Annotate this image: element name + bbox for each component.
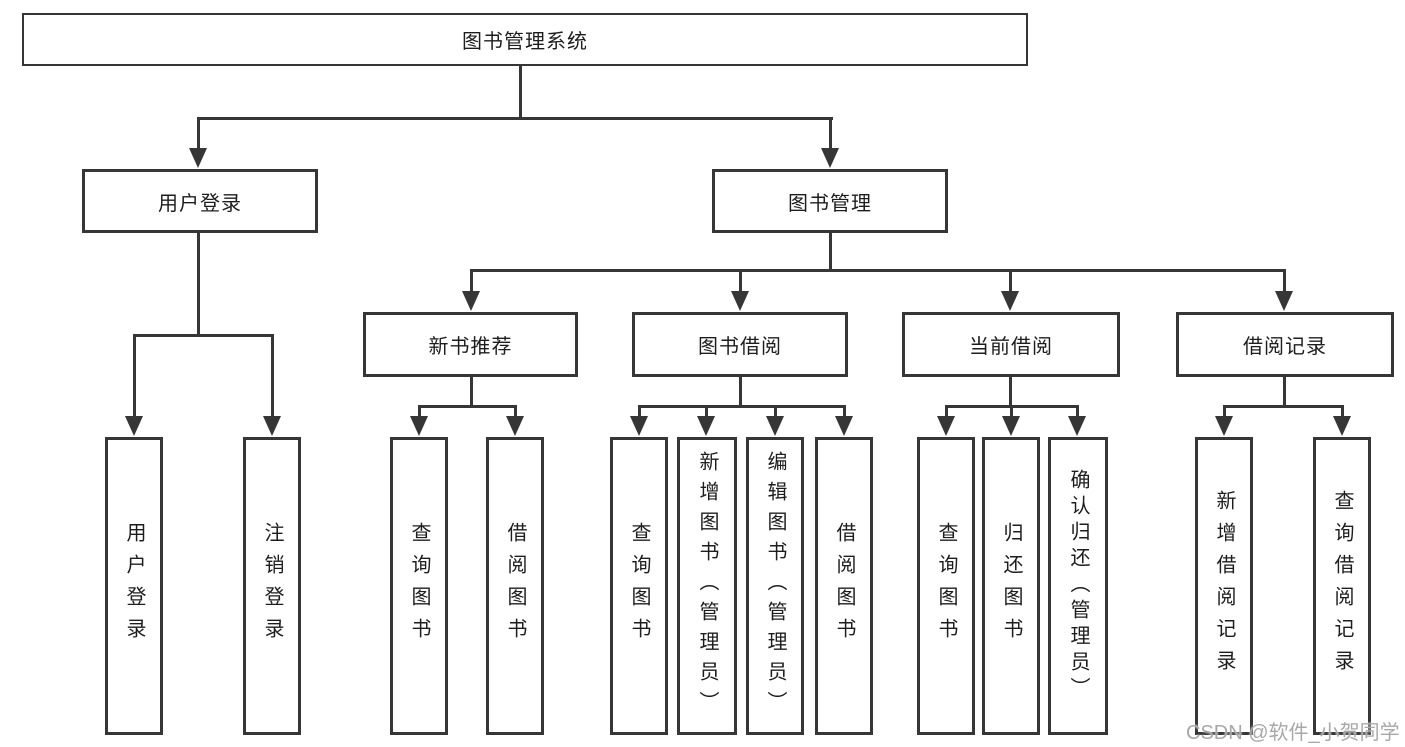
connector-vline bbox=[774, 405, 777, 419]
connector-vline bbox=[739, 269, 742, 293]
connector-vline bbox=[271, 334, 274, 418]
csdn-watermark: CSDN @软件_小贺同学 bbox=[1186, 722, 1400, 744]
node-book-management: 图书管理 bbox=[712, 169, 948, 233]
connector-hline bbox=[638, 405, 846, 408]
connector-vline bbox=[1076, 405, 1079, 419]
leaf-return-book: 归还图书 bbox=[982, 437, 1040, 735]
connector-vline bbox=[638, 405, 641, 419]
connector-hline bbox=[470, 269, 1286, 272]
connector-arrowhead bbox=[1275, 291, 1293, 311]
leaf-recommend-query-book-label: 查询图书 bbox=[408, 522, 430, 650]
connector-arrowhead bbox=[1001, 291, 1019, 311]
leaf-borrow-book-label: 借阅图书 bbox=[833, 522, 855, 650]
connector-arrowhead bbox=[462, 291, 480, 311]
leaf-edit-book-admin: 编辑图书（管理员） bbox=[746, 437, 804, 735]
connector-vline bbox=[739, 375, 742, 408]
connector-vline bbox=[470, 376, 473, 408]
connector-arrowhead bbox=[821, 148, 839, 168]
connector-hline bbox=[133, 334, 274, 337]
connector-vline bbox=[1223, 405, 1226, 419]
node-borrow-records: 借阅记录 bbox=[1176, 312, 1394, 377]
connector-vline bbox=[1009, 375, 1012, 408]
connector-arrowhead bbox=[1215, 416, 1233, 436]
connector-arrowhead bbox=[1068, 416, 1086, 436]
node-book-management-label: 图书管理 bbox=[788, 192, 872, 215]
node-user-login: 用户登录 bbox=[82, 169, 318, 233]
leaf-recommend-query-book: 查询图书 bbox=[390, 437, 448, 735]
leaf-confirm-return-admin: 确认归还（管理员） bbox=[1048, 437, 1108, 735]
leaf-add-borrow-record: 新增借阅记录 bbox=[1195, 437, 1253, 735]
leaf-borrow-query-book-label: 查询图书 bbox=[628, 522, 650, 650]
connector-vline bbox=[470, 269, 473, 293]
leaf-current-query-book: 查询图书 bbox=[917, 437, 975, 735]
leaf-query-borrow-record-label: 查询借阅记录 bbox=[1331, 490, 1353, 682]
leaf-borrow-book: 借阅图书 bbox=[815, 437, 873, 735]
leaf-logout: 注销登录 bbox=[243, 437, 301, 735]
node-system-root-label: 图书管理系统 bbox=[462, 31, 588, 53]
connector-vline bbox=[519, 66, 522, 120]
connector-arrowhead bbox=[1002, 416, 1020, 436]
leaf-edit-book-admin-label: 编辑图书（管理员） bbox=[764, 451, 786, 721]
connector-vline bbox=[418, 405, 421, 419]
connector-vline bbox=[843, 405, 846, 419]
connector-arrowhead bbox=[506, 416, 524, 436]
connector-arrowhead bbox=[630, 416, 648, 436]
connector-vline bbox=[1009, 269, 1012, 293]
connector-hline bbox=[1223, 405, 1344, 408]
connector-arrowhead bbox=[1333, 416, 1351, 436]
node-book-borrow: 图书借阅 bbox=[632, 312, 848, 377]
connector-vline bbox=[705, 405, 708, 419]
leaf-recommend-borrow-book: 借阅图书 bbox=[486, 437, 544, 735]
connector-vline bbox=[1283, 269, 1286, 293]
connector-vline bbox=[514, 405, 517, 419]
connector-arrowhead bbox=[766, 416, 784, 436]
leaf-confirm-return-admin-label: 确认归还（管理员） bbox=[1067, 469, 1089, 703]
leaf-add-book-admin-label: 新增图书（管理员） bbox=[696, 451, 718, 721]
node-new-book-recommend-label: 新书推荐 bbox=[428, 336, 513, 358]
leaf-borrow-query-book: 查询图书 bbox=[610, 437, 668, 735]
connector-arrowhead bbox=[410, 416, 428, 436]
leaf-add-borrow-record-label: 新增借阅记录 bbox=[1213, 490, 1235, 682]
connector-arrowhead bbox=[835, 416, 853, 436]
connector-vline bbox=[829, 232, 832, 272]
node-borrow-records-label: 借阅记录 bbox=[1243, 336, 1327, 358]
leaf-recommend-borrow-book-label: 借阅图书 bbox=[504, 522, 526, 650]
connector-vline bbox=[1341, 405, 1344, 419]
connector-hline bbox=[418, 405, 517, 408]
connector-arrowhead bbox=[937, 416, 955, 436]
connector-vline bbox=[133, 334, 136, 418]
node-user-login-label: 用户登录 bbox=[158, 192, 242, 215]
connector-arrowhead bbox=[125, 416, 143, 436]
node-book-borrow-label: 图书借阅 bbox=[698, 336, 782, 358]
connector-vline bbox=[197, 232, 200, 336]
connector-arrowhead bbox=[731, 291, 749, 311]
leaf-user-login-label: 用户登录 bbox=[123, 522, 145, 650]
connector-hline bbox=[197, 117, 833, 120]
connector-vline bbox=[1283, 376, 1286, 408]
leaf-logout-label: 注销登录 bbox=[261, 522, 283, 650]
node-current-borrow-label: 当前借阅 bbox=[969, 336, 1053, 358]
leaf-return-book-label: 归还图书 bbox=[1000, 522, 1022, 650]
connector-vline bbox=[945, 405, 948, 419]
connector-arrowhead bbox=[697, 416, 715, 436]
node-system-root: 图书管理系统 bbox=[22, 13, 1028, 66]
connector-vline bbox=[1010, 405, 1013, 419]
connector-vline bbox=[829, 117, 832, 151]
leaf-user-login: 用户登录 bbox=[105, 437, 163, 735]
node-new-book-recommend: 新书推荐 bbox=[363, 312, 578, 377]
node-current-borrow: 当前借阅 bbox=[902, 312, 1120, 377]
connector-vline bbox=[197, 117, 200, 151]
connector-arrowhead bbox=[189, 148, 207, 168]
connector-arrowhead bbox=[263, 416, 281, 436]
leaf-add-book-admin: 新增图书（管理员） bbox=[677, 437, 737, 735]
leaf-query-borrow-record: 查询借阅记录 bbox=[1313, 437, 1371, 735]
leaf-current-query-book-label: 查询图书 bbox=[935, 522, 957, 650]
